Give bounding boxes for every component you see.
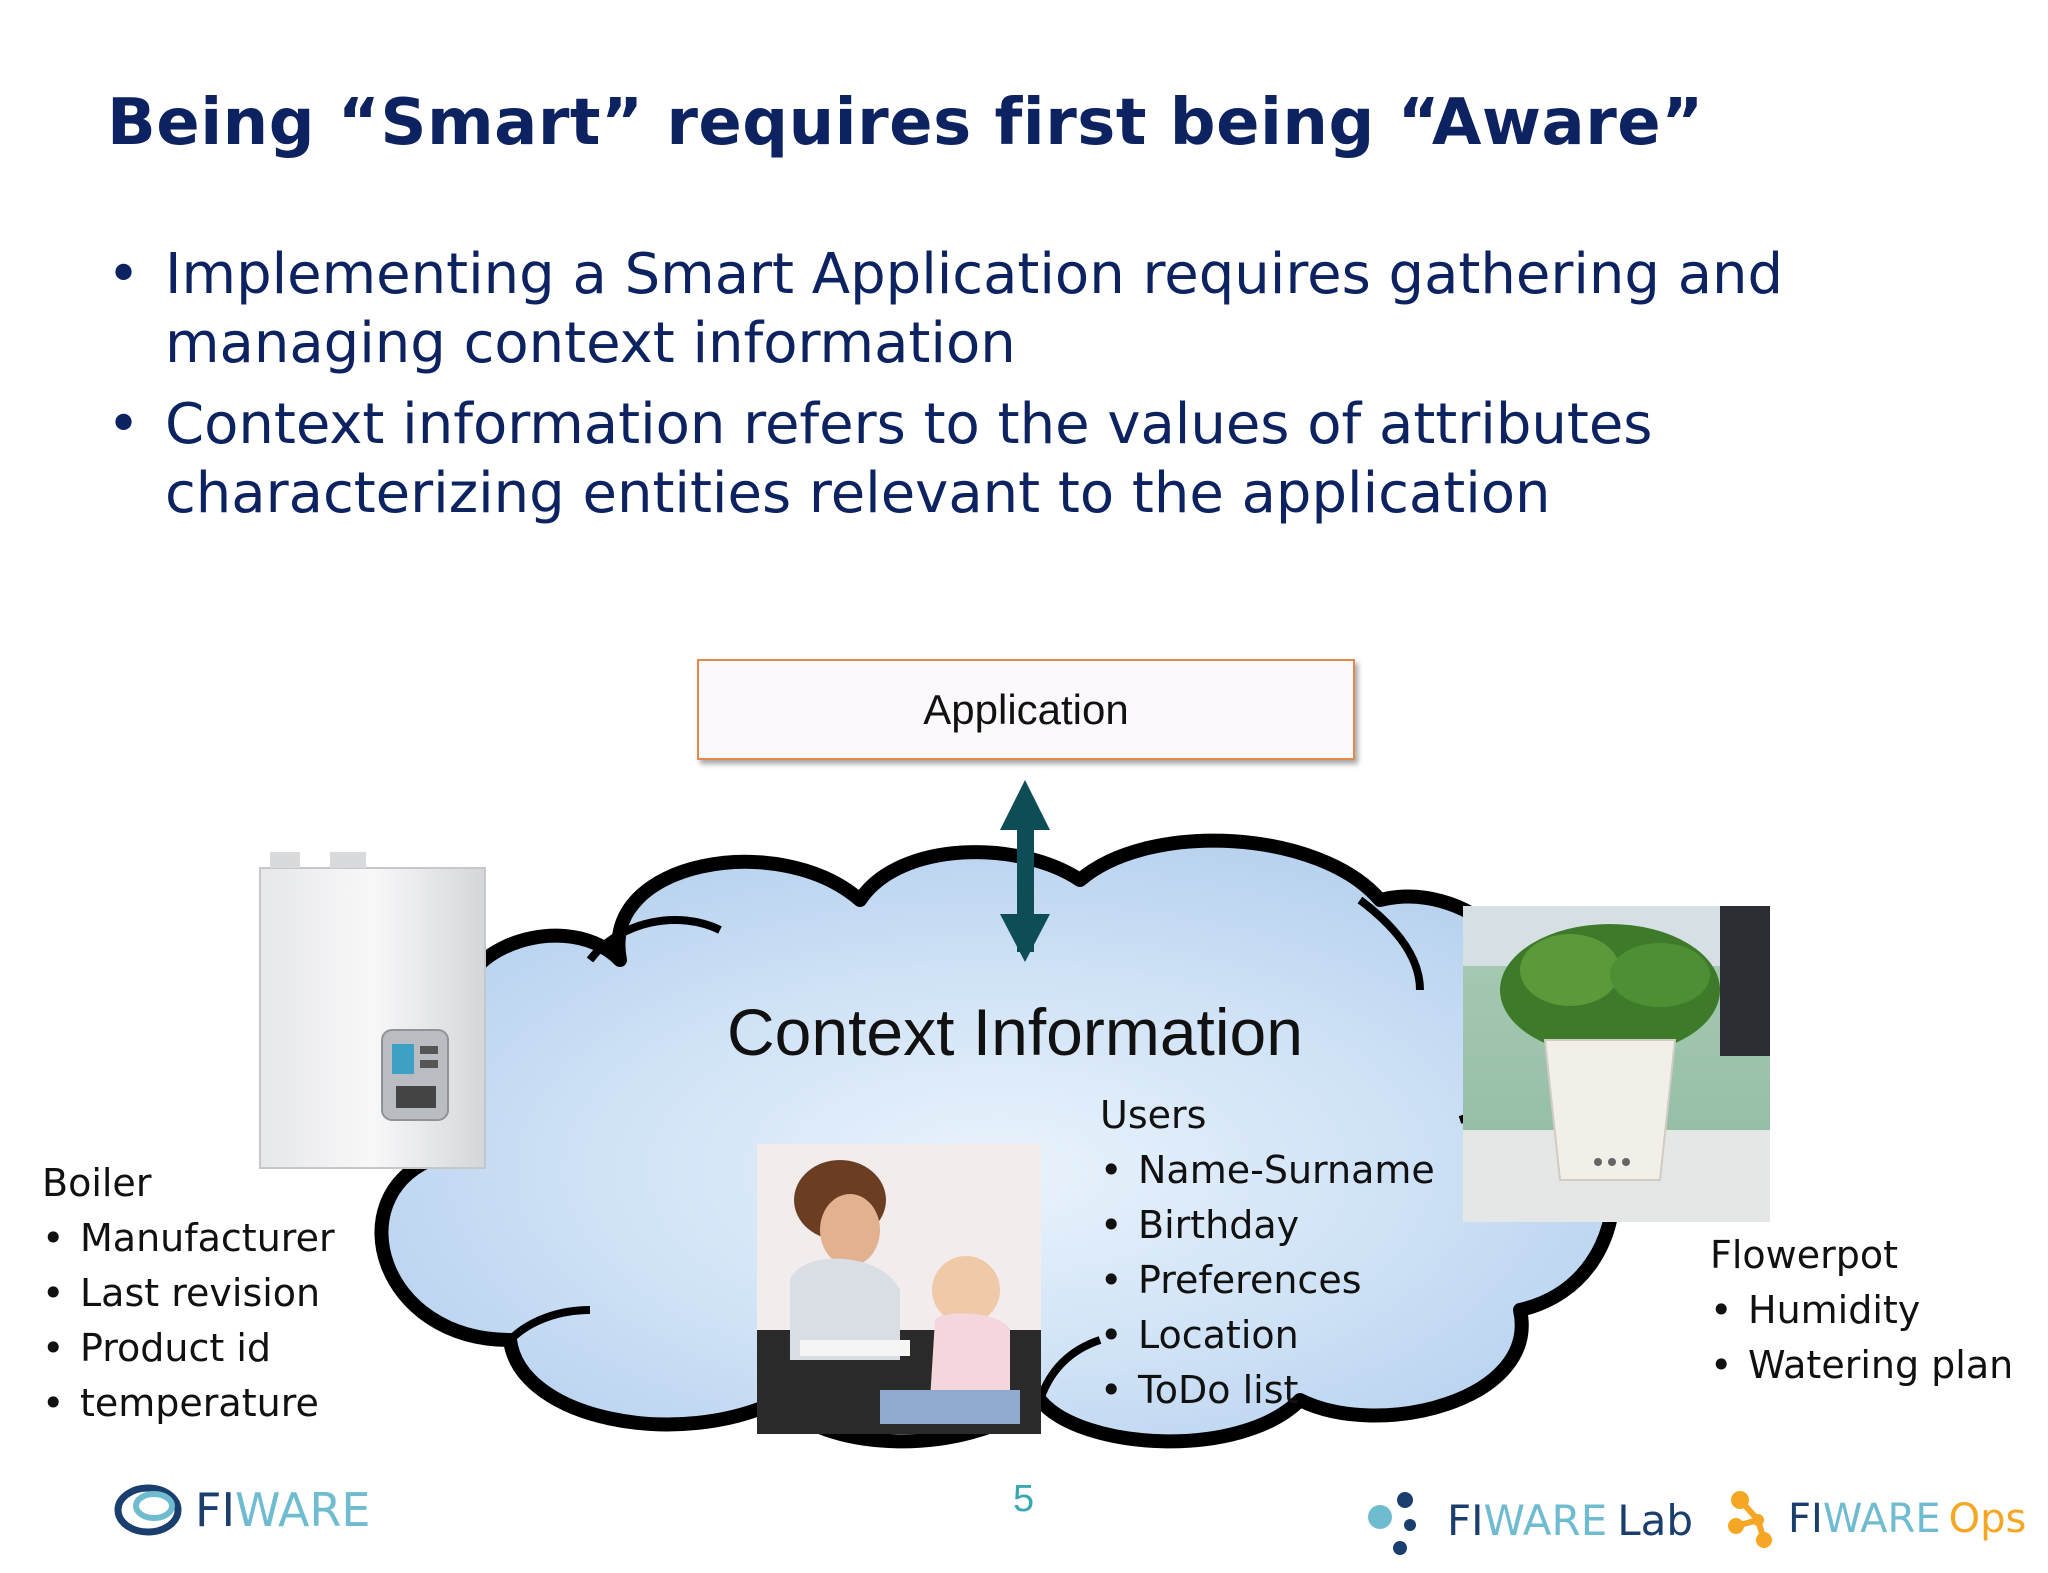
context-cloud	[374, 833, 1621, 1449]
boiler-heading: Boiler	[42, 1161, 152, 1205]
bullet-symbol: •	[107, 242, 141, 307]
list-item: •temperature	[42, 1381, 319, 1425]
bullet-text: Implementing a Smart Application require…	[165, 242, 1784, 376]
fiware-swirl-icon	[114, 1484, 182, 1536]
list-item: •Location	[1100, 1313, 1299, 1357]
flowerpot-photo	[1463, 906, 1770, 1222]
slide-title: Being “Smart” requires first being “Awar…	[107, 86, 1704, 160]
application-label: Application	[923, 685, 1129, 733]
context-information-label: Context Information	[727, 995, 1303, 1069]
boiler-attributes: Boiler •Manufacturer •Last revision •Pro…	[42, 1156, 335, 1431]
list-item: •Product id	[42, 1326, 272, 1370]
application-box: Application	[697, 659, 1355, 760]
boiler-image	[259, 852, 486, 1169]
list-item: •Humidity	[1710, 1288, 1921, 1332]
list-item: •Manufacturer	[42, 1216, 335, 1260]
list-item: •Last revision	[42, 1271, 321, 1315]
bullet-item: • Context information refers to the value…	[107, 390, 2007, 528]
list-item: •Birthday	[1100, 1203, 1300, 1247]
fiware-lab-dots-icon	[1368, 1492, 1416, 1555]
users-photo	[757, 1144, 1041, 1434]
double-arrow-icon	[1000, 780, 1050, 962]
list-item: •Preferences	[1100, 1258, 1362, 1302]
bullet-text: Context information refers to the values…	[165, 392, 1653, 526]
bullet-symbol: •	[107, 392, 141, 457]
users-attributes: Users •Name-Surname •Birthday •Preferenc…	[1100, 1088, 1435, 1418]
users-heading: Users	[1100, 1093, 1207, 1137]
bullet-list: • Implementing a Smart Application requir…	[107, 240, 2007, 540]
flowerpot-heading: Flowerpot	[1710, 1233, 1899, 1277]
flowerpot-attributes: Flowerpot •Humidity •Watering plan	[1710, 1228, 2013, 1393]
list-item: •ToDo list	[1100, 1368, 1299, 1412]
list-item: •Watering plan	[1710, 1343, 2014, 1387]
list-item: •Name-Surname	[1100, 1148, 1435, 1192]
fiware-ops-node-icon	[1728, 1491, 1772, 1548]
page-number: 5	[1013, 1478, 1035, 1520]
bullet-item: • Implementing a Smart Application requir…	[107, 240, 2007, 378]
